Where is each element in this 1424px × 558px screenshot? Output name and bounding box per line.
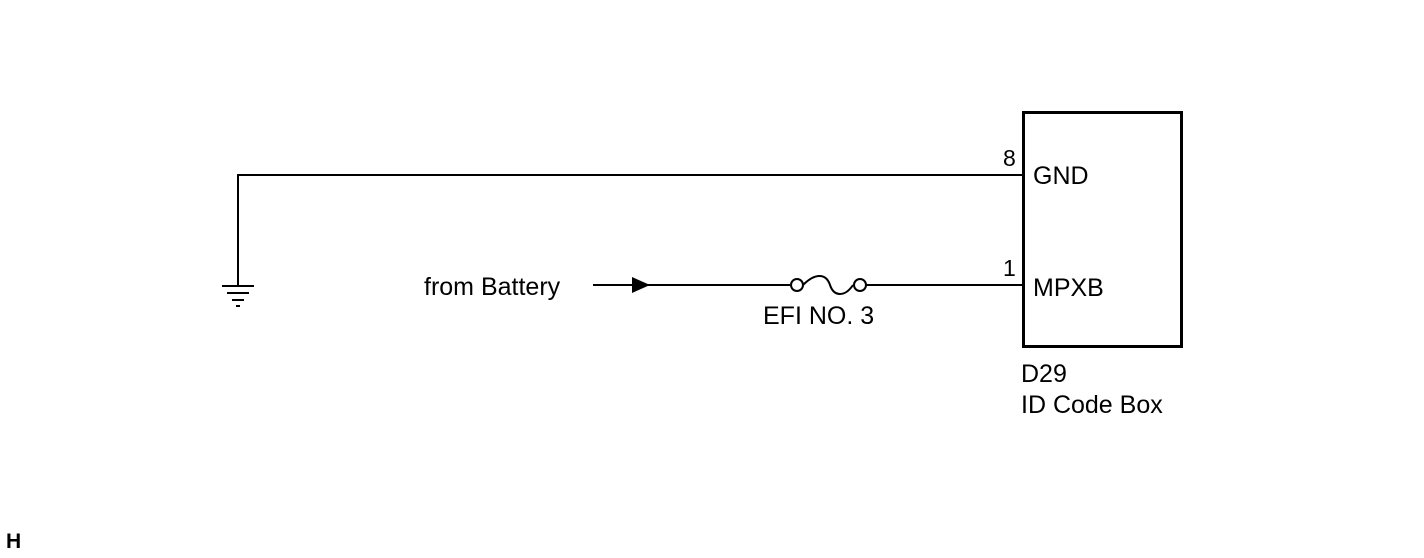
component-box	[1022, 111, 1183, 348]
fuse-label: EFI NO. 3	[763, 302, 874, 330]
gnd-wire	[237, 174, 1023, 285]
arrow-right-icon	[632, 277, 650, 293]
component-name: ID Code Box	[1021, 391, 1163, 419]
pin-name-mpxb: MPXB	[1033, 274, 1104, 302]
fuse-icon	[790, 275, 867, 295]
source-label: from Battery	[424, 273, 561, 301]
pin-number-gnd: 8	[1003, 145, 1016, 171]
component-code: D29	[1021, 360, 1067, 388]
pin-name-gnd: GND	[1033, 162, 1089, 190]
pin-number-mpxb: 1	[1003, 255, 1016, 281]
ground-icon	[222, 285, 254, 307]
corner-mark: H	[6, 530, 21, 553]
